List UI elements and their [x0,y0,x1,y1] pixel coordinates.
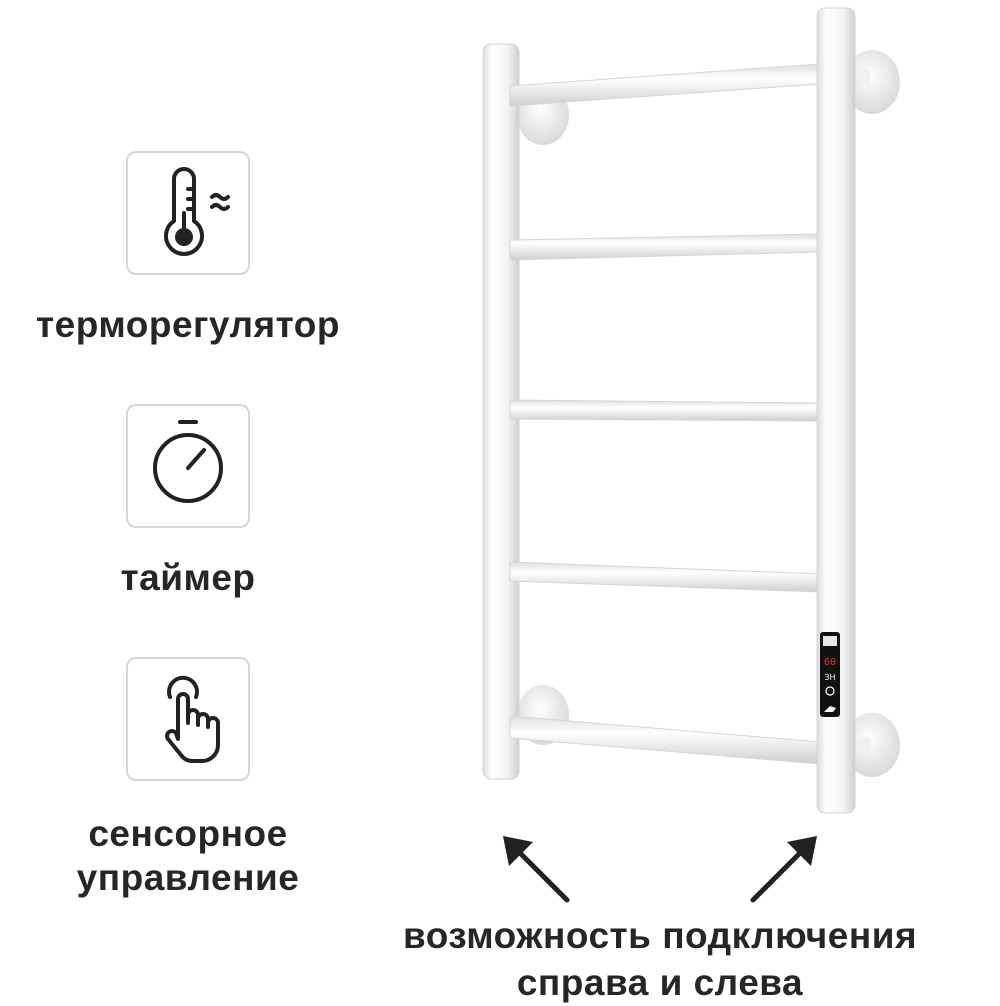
arrow-up-left-icon [503,836,570,903]
clock-icon [825,686,835,696]
touch-control-feature-card [126,657,250,781]
thermostat-feature-card [126,151,250,275]
control-panel [820,632,840,717]
rail-bar [509,63,821,107]
towel-rail-illustration: 60 ЗН [482,7,900,814]
mode-display: ЗН [824,673,835,682]
right-pole [816,7,856,814]
connection-label: возможность подключения справа и слева [402,915,918,1003]
touch-hand-icon [165,675,220,763]
wall-mount-disc [844,713,900,777]
rail-bar [509,399,821,422]
rail-bar [509,715,821,765]
temperature-display: 60 [824,657,836,668]
rail-bar [509,561,821,593]
timer-label: таймер [120,557,256,598]
thermostat-label: терморегулятор [36,304,340,345]
stopwatch-icon [153,420,223,503]
touch-control-label: сенсорное управление [76,813,300,898]
wall-mount-disc [844,50,900,114]
rail-bar [509,233,821,261]
timer-feature-card [126,404,250,528]
touch-button-icon [824,706,836,712]
thermometer-icon [164,167,230,256]
arrow-up-right-icon [750,836,817,903]
